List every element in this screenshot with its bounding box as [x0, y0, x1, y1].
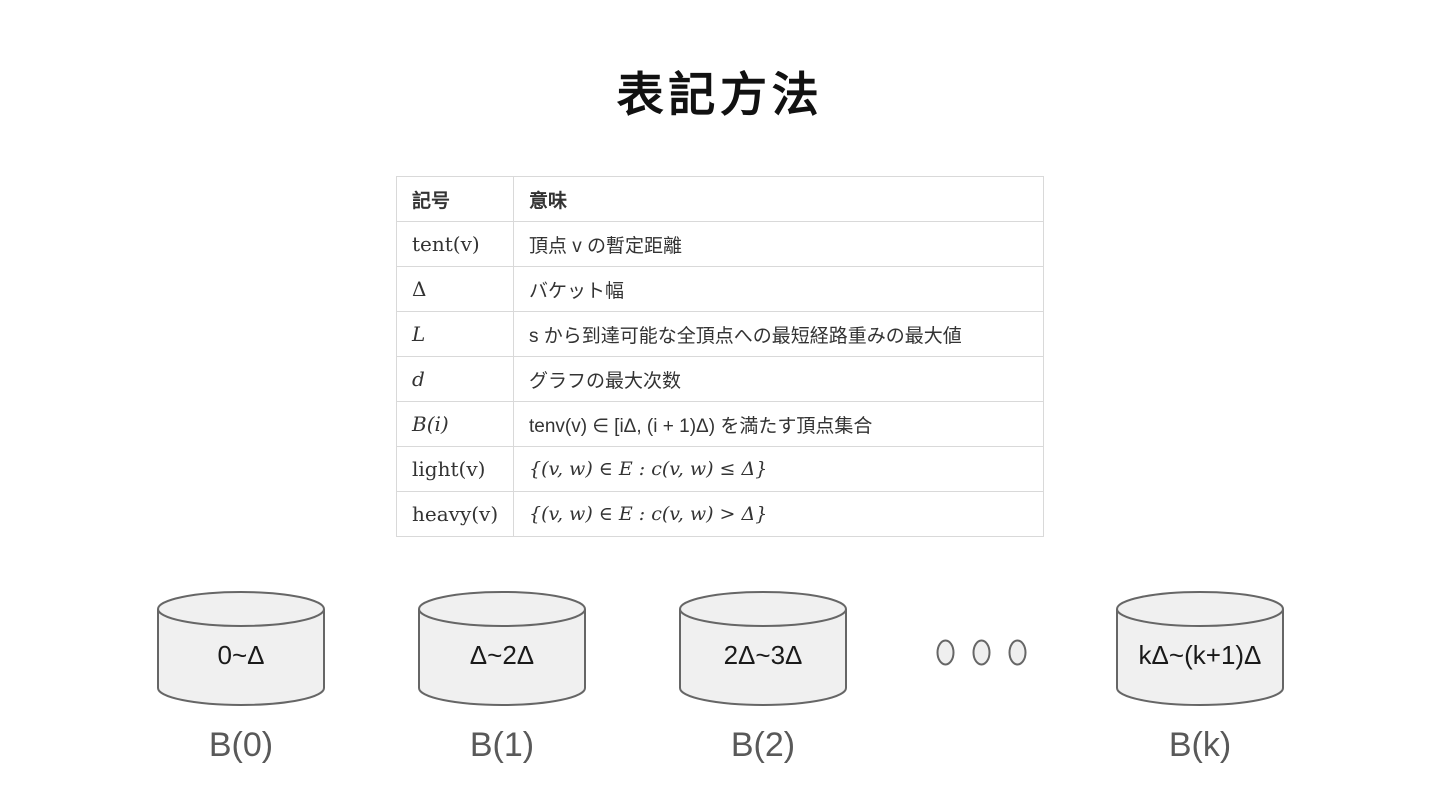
bucket-range: Δ~2Δ — [469, 640, 535, 670]
meaning-cell: {(v, w) ∈ E : c(v, w) ≤ Δ} — [513, 446, 1044, 492]
cylinder-icon — [1116, 591, 1284, 706]
meaning-cell: s から到達可能な全頂点への最短経路重みの最大値 — [513, 311, 1044, 357]
meaning-cell: {(v, w) ∈ E : c(v, w) > Δ} — [513, 491, 1044, 537]
bucket-label: B(k) — [1168, 726, 1232, 764]
meaning-cell: tenv(v) ∈ [iΔ, (i + 1)Δ) を満たす頂点集合 — [513, 401, 1044, 447]
bucket-range: 2Δ~3Δ — [723, 640, 803, 670]
bucket-b1: Δ~2Δ B(1) — [417, 590, 587, 765]
cylinder-icon — [157, 591, 325, 706]
bucket-range: 0~Δ — [217, 640, 265, 670]
cylinder-icon — [418, 591, 586, 706]
symbol-cell: d — [396, 356, 514, 402]
bucket-label: B(1) — [469, 726, 535, 764]
table-row: B(i) tenv(v) ∈ [iΔ, (i + 1)Δ) を満たす頂点集合 — [396, 401, 1044, 447]
meaning-column-header: 意味 — [513, 176, 1044, 222]
symbol-cell: tent(v) — [396, 221, 514, 267]
symbol-cell: heavy(v) — [396, 491, 514, 537]
bucket-label: B(2) — [730, 726, 796, 764]
bucket-b0: 0~Δ B(0) — [156, 590, 326, 765]
page-title: 表記方法 — [616, 68, 824, 121]
bucket-label: B(0) — [208, 726, 274, 764]
table-row: d グラフの最大次数 — [396, 356, 1044, 402]
table-header-row: 記号 意味 — [396, 176, 1044, 222]
symbol-column-header: 記号 — [396, 176, 514, 222]
bucket-b2: 2Δ~3Δ B(2) — [678, 590, 848, 765]
symbol-cell: B(i) — [396, 401, 514, 447]
table-row: tent(v) 頂点 v の暫定距離 — [396, 221, 1044, 267]
meaning-cell: グラフの最大次数 — [513, 356, 1044, 402]
table-row: light(v) {(v, w) ∈ E : c(v, w) ≤ Δ} — [396, 446, 1044, 492]
notation-table: 記号 意味 tent(v) 頂点 v の暫定距離 Δ バケット幅 L s から到… — [396, 176, 1044, 537]
table-row: L s から到達可能な全頂点への最短経路重みの最大値 — [396, 311, 1044, 357]
symbol-cell: L — [396, 311, 514, 357]
table-row: Δ バケット幅 — [396, 266, 1044, 312]
ellipsis-icon — [936, 639, 1027, 666]
symbol-cell: Δ — [396, 266, 514, 312]
bucket-bk: kΔ~(k+1)Δ B(k) — [1115, 590, 1285, 765]
bucket-range: kΔ~(k+1)Δ — [1138, 640, 1262, 670]
meaning-cell: 頂点 v の暫定距離 — [513, 221, 1044, 267]
cylinder-icon — [679, 591, 847, 706]
table-row: heavy(v) {(v, w) ∈ E : c(v, w) > Δ} — [396, 491, 1044, 537]
symbol-cell: light(v) — [396, 446, 514, 492]
meaning-cell: バケット幅 — [513, 266, 1044, 312]
